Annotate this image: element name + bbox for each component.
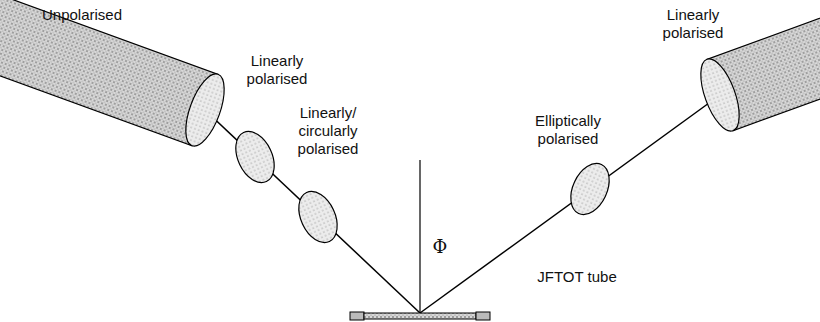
polariser-disc xyxy=(228,125,282,188)
jftot-tube xyxy=(350,312,490,320)
retarder-label: Linearly/ circularly polarised xyxy=(282,104,374,158)
source-label: Unpolarised xyxy=(22,6,142,24)
tube-label: JFTOT tube xyxy=(536,268,618,286)
analyser-label: Elliptically polarised xyxy=(512,112,624,148)
polariser-label: Linearly polarised xyxy=(232,52,322,88)
analyser-disc xyxy=(563,157,617,220)
detector-label: Linearly polarised xyxy=(648,6,738,42)
surface-normal xyxy=(419,160,420,313)
reflected-beam xyxy=(420,95,720,313)
angle-symbol: Φ xyxy=(428,238,452,256)
light-source-cylinder xyxy=(0,0,232,151)
retarder-disc xyxy=(291,185,345,248)
